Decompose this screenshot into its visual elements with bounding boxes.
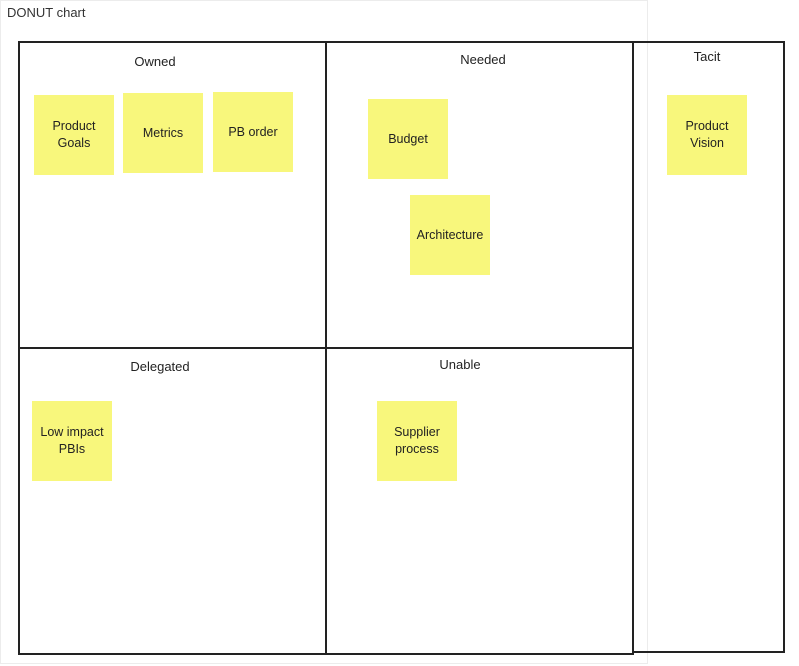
tacit-column — [633, 41, 785, 653]
quadrant-label-owned: Owned — [134, 54, 176, 69]
sticky-note-pb-order[interactable]: PB order — [213, 92, 293, 172]
sticky-note-product-vision[interactable]: Product Vision — [667, 95, 747, 175]
board-title: DONUT chart — [7, 5, 86, 20]
quadrant-label-unable: Unable — [439, 357, 481, 372]
quadrant-label-delegated: Delegated — [130, 359, 190, 374]
board-frame — [0, 0, 648, 664]
sticky-note-metrics[interactable]: Metrics — [123, 93, 203, 173]
sticky-note-product-goals[interactable]: Product Goals — [34, 95, 114, 175]
sticky-note-architecture[interactable]: Architecture — [410, 195, 490, 275]
column-label-tacit: Tacit — [693, 49, 721, 64]
sticky-note-budget[interactable]: Budget — [368, 99, 448, 179]
grid-horizontal-divider — [18, 347, 634, 349]
sticky-note-low-impact-pbis[interactable]: Low impact PBIs — [32, 401, 112, 481]
quadrant-label-needed: Needed — [460, 52, 506, 67]
sticky-note-supplier-process[interactable]: Supplier process — [377, 401, 457, 481]
